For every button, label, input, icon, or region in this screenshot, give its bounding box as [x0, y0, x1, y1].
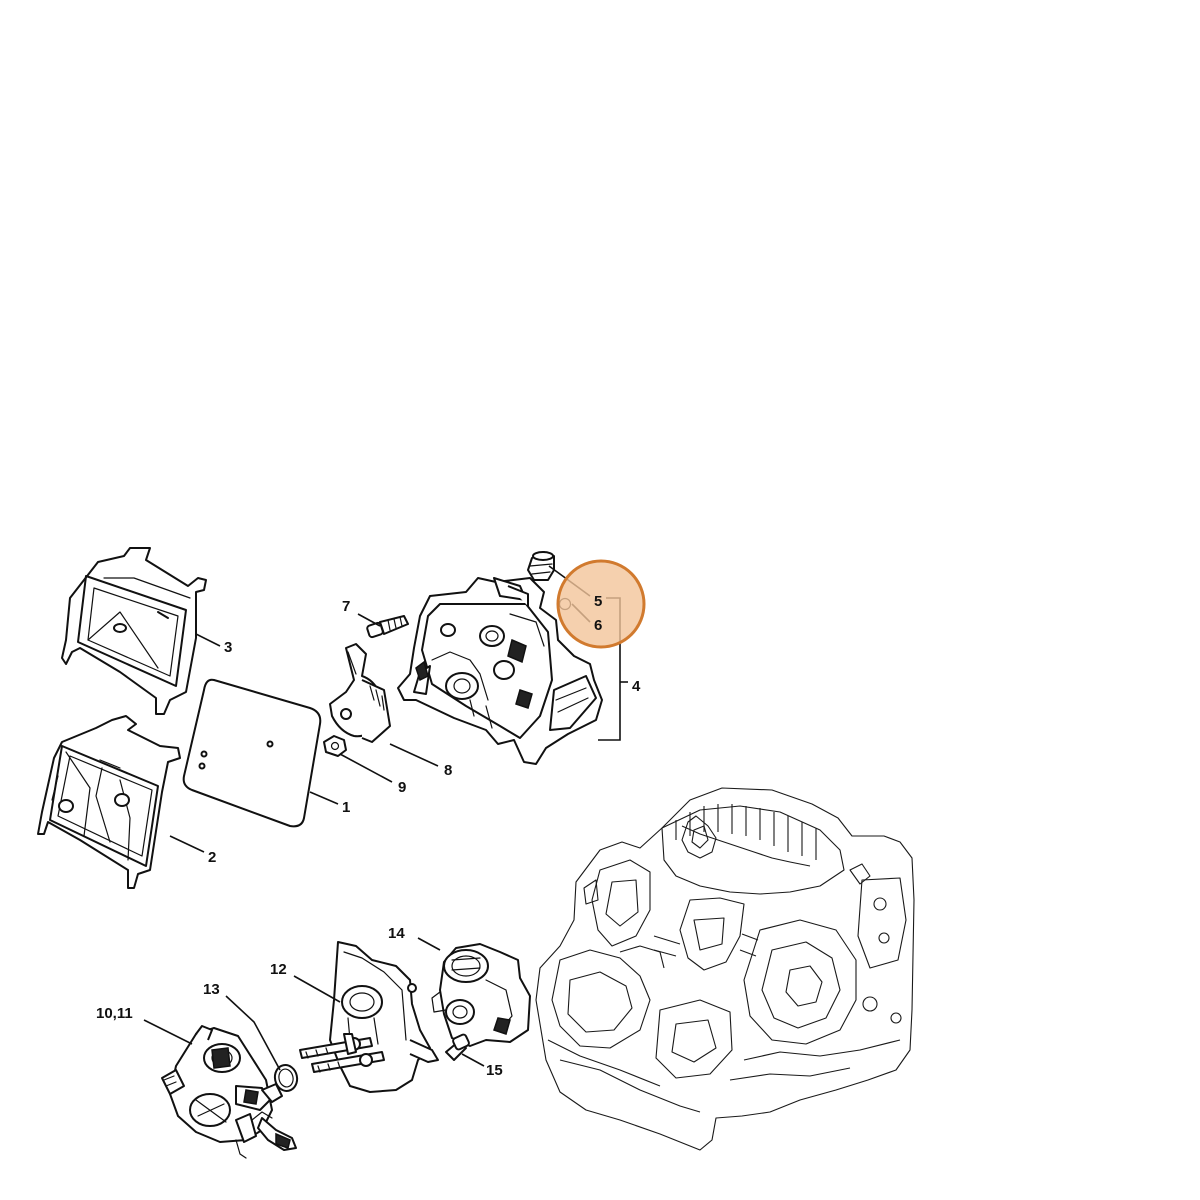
part-14-intake-manifold[interactable]: [431, 943, 531, 1047]
callout-2[interactable]: 2: [208, 849, 216, 866]
callout-12[interactable]: 12: [270, 961, 287, 978]
callout-7[interactable]: 7: [342, 598, 350, 615]
part-15-screw[interactable]: [445, 1033, 470, 1061]
part-7-screw[interactable]: [366, 615, 409, 639]
part-8-choke-lever[interactable]: [329, 643, 391, 743]
callout-6[interactable]: 6: [594, 617, 602, 634]
callout-13[interactable]: 13: [203, 981, 220, 998]
part-5-grommet[interactable]: [527, 551, 555, 581]
callout-1[interactable]: 1: [342, 799, 350, 816]
callout-15[interactable]: 15: [486, 1062, 503, 1079]
part-10-11-carburetor[interactable]: [161, 1025, 297, 1159]
callout-3[interactable]: 3: [224, 639, 232, 656]
part-9-nut[interactable]: [323, 735, 347, 757]
callout-10-11[interactable]: 10,11: [96, 1005, 133, 1022]
callout-14[interactable]: 14: [388, 925, 405, 942]
callout-4[interactable]: 4: [632, 678, 641, 695]
part-13-o-ring[interactable]: [273, 1063, 300, 1093]
part-1-filter-element[interactable]: [182, 678, 322, 828]
engine-block: [535, 787, 915, 1151]
highlight-circle: [556, 559, 646, 649]
callout-9[interactable]: 9: [398, 779, 406, 796]
part-4-shroud[interactable]: [397, 577, 603, 765]
part-2-filter-frame[interactable]: [37, 715, 181, 889]
part-12-carb-flange[interactable]: [299, 941, 439, 1093]
part-3-filter-cover[interactable]: [61, 547, 207, 715]
callout-8[interactable]: 8: [444, 762, 452, 779]
callout-5[interactable]: 5: [594, 593, 602, 610]
callout-labels: 3 2 1 7 8 9 5 6 4 14 12 13 10,11 15: [96, 593, 641, 1079]
